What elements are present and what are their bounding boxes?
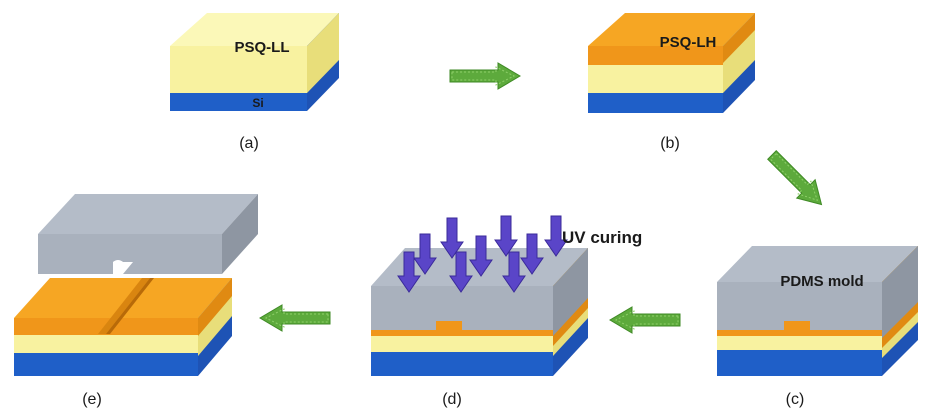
arrow-b-to-c-icon [762,145,832,215]
si-label: Si [252,96,263,110]
pdms-mold-label: PDMS mold [780,273,863,290]
caption-d: (d) [442,391,462,408]
uv-curing-label: UV curing [562,228,642,247]
caption-a: (a) [239,135,259,152]
arrow-a-to-b-icon [449,62,521,90]
arrow-c-to-d-icon [609,306,681,334]
arrow-d-to-e-icon [259,304,331,332]
psq-lh-label: PSQ-LH [660,34,717,51]
stack-b: PSQ-LH [588,13,755,113]
psq-ll-label: PSQ-LL [235,39,290,56]
caption-e: (e) [82,391,102,408]
caption-c: (c) [786,391,805,408]
stack-e [14,194,258,376]
caption-b: (b) [660,135,680,152]
stack-c: PDMS mold [717,246,918,376]
stack-a: PSQ-LL Si [170,13,339,111]
